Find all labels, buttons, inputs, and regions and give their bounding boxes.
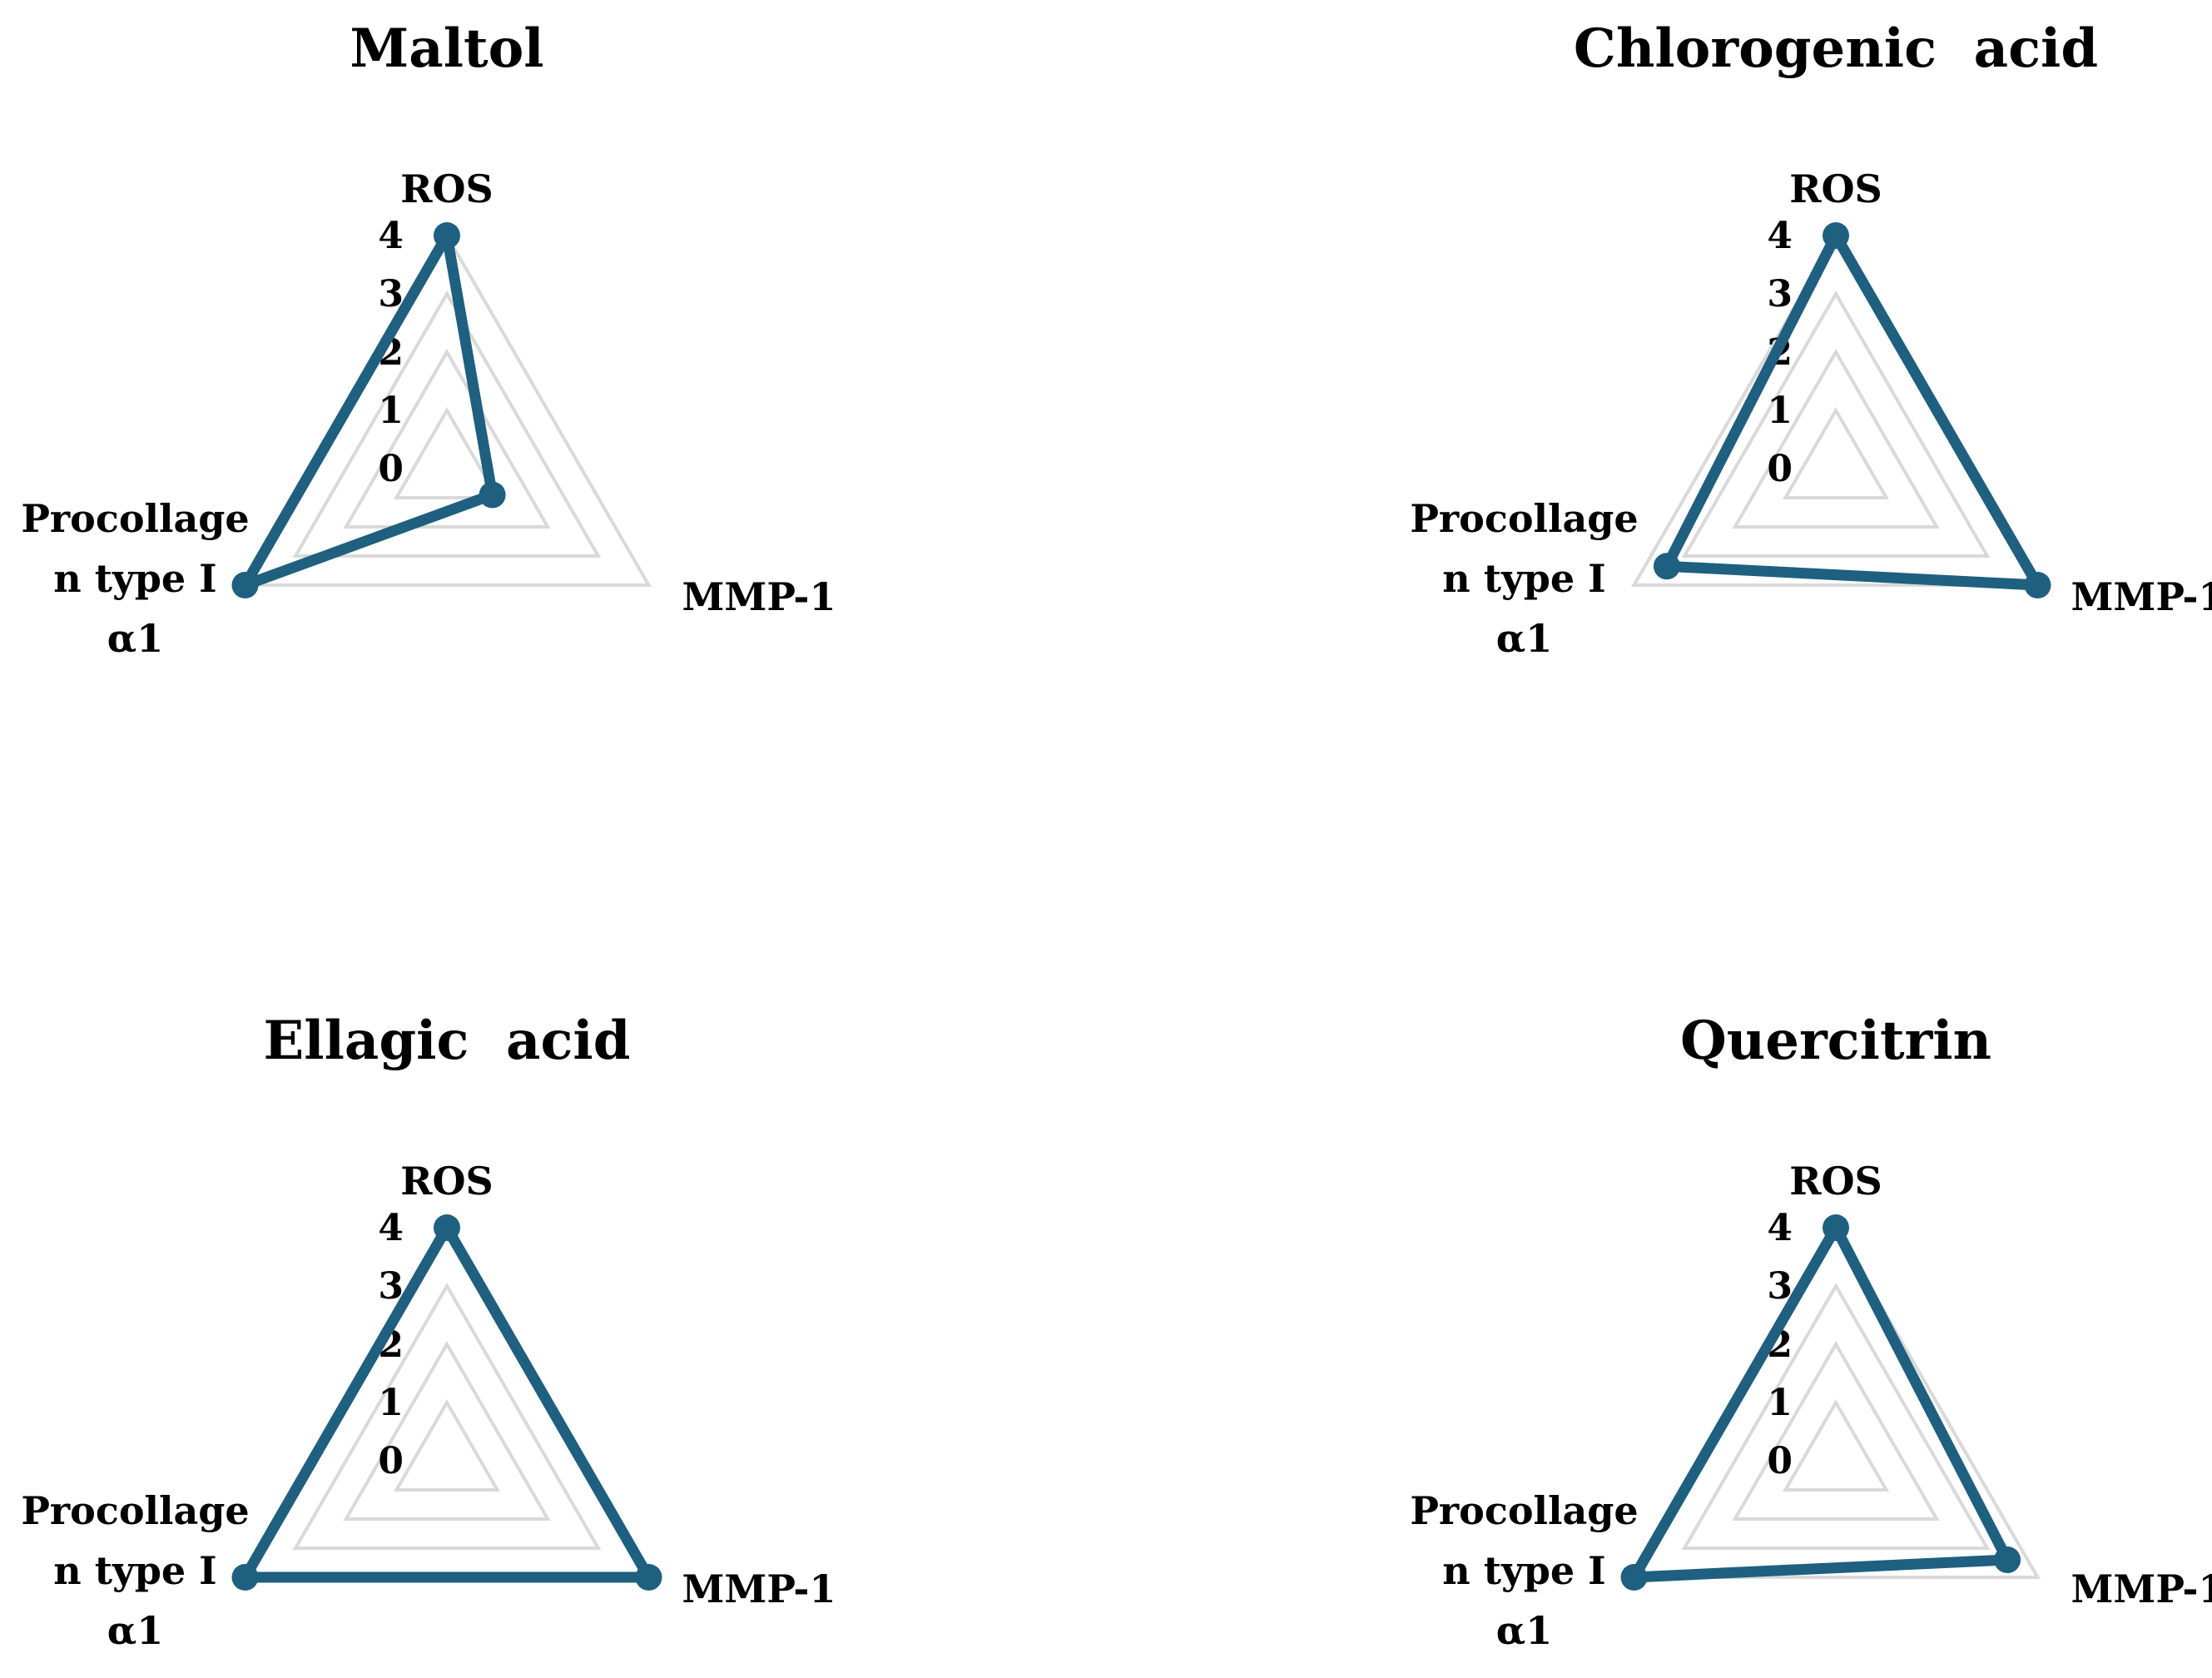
tick-label: 4 xyxy=(1767,1207,1793,1249)
tick-label: 0 xyxy=(1767,448,1793,490)
axis-label: ROS xyxy=(1789,166,1882,211)
tick-label: 3 xyxy=(1767,273,1793,315)
chart-title: Ellagic acid xyxy=(264,1010,631,1072)
tick-label: 1 xyxy=(378,1382,404,1424)
axis-label: MMP-1 xyxy=(2071,1566,2212,1611)
series-line xyxy=(1661,230,2043,591)
series-line xyxy=(1629,1222,2013,1583)
data-point xyxy=(434,222,460,249)
tick-label: 1 xyxy=(1767,1382,1793,1424)
data-point xyxy=(1823,222,1849,249)
tick-label: 4 xyxy=(378,215,404,257)
axis-label: MMP-1 xyxy=(682,574,836,619)
tick-label: 0 xyxy=(378,448,404,490)
grid-ring xyxy=(292,290,602,558)
axis-label: ROS xyxy=(400,1159,493,1204)
grid-ring xyxy=(292,1283,602,1550)
tick-label: 0 xyxy=(1767,1440,1793,1482)
grid-ring xyxy=(343,348,551,529)
grid-ring xyxy=(1732,348,1940,529)
data-point xyxy=(1994,1546,2021,1573)
axis-label: MMP-1 xyxy=(682,1566,836,1611)
tick-label: 1 xyxy=(1767,390,1793,432)
data-point xyxy=(635,1564,662,1591)
data-point xyxy=(1653,553,1680,580)
grid-ring xyxy=(1732,1340,1940,1521)
tick-label: 4 xyxy=(1767,215,1793,257)
grid-ring xyxy=(1681,290,1991,558)
tick-label: 4 xyxy=(378,1207,404,1249)
axis-label: MMP-1 xyxy=(2071,574,2212,619)
data-point xyxy=(1620,1564,1648,1591)
data-point xyxy=(2024,572,2051,598)
data-point xyxy=(479,481,506,509)
grid-ring xyxy=(393,1398,501,1492)
tick-label: 0 xyxy=(378,1440,404,1482)
data-point xyxy=(231,1564,259,1591)
data-point xyxy=(231,572,259,598)
tick-label: 1 xyxy=(378,390,404,432)
series-line xyxy=(240,230,498,591)
grid-ring xyxy=(1782,406,1890,499)
series-line xyxy=(240,1222,654,1583)
grid-ring xyxy=(1681,1283,1991,1550)
grid-ring xyxy=(1782,1398,1890,1492)
data-point xyxy=(434,1214,460,1241)
axis-label: ROS xyxy=(1789,1159,1882,1204)
grid-ring xyxy=(393,406,501,499)
chart-title: Chlorogenic acid xyxy=(1574,17,2098,80)
data-point xyxy=(1823,1214,1849,1241)
grid-ring xyxy=(343,1340,551,1521)
axis-label: ROS xyxy=(400,166,493,211)
chart-title: Maltol xyxy=(350,17,543,80)
chart-title: Quercitrin xyxy=(1680,1010,1991,1072)
